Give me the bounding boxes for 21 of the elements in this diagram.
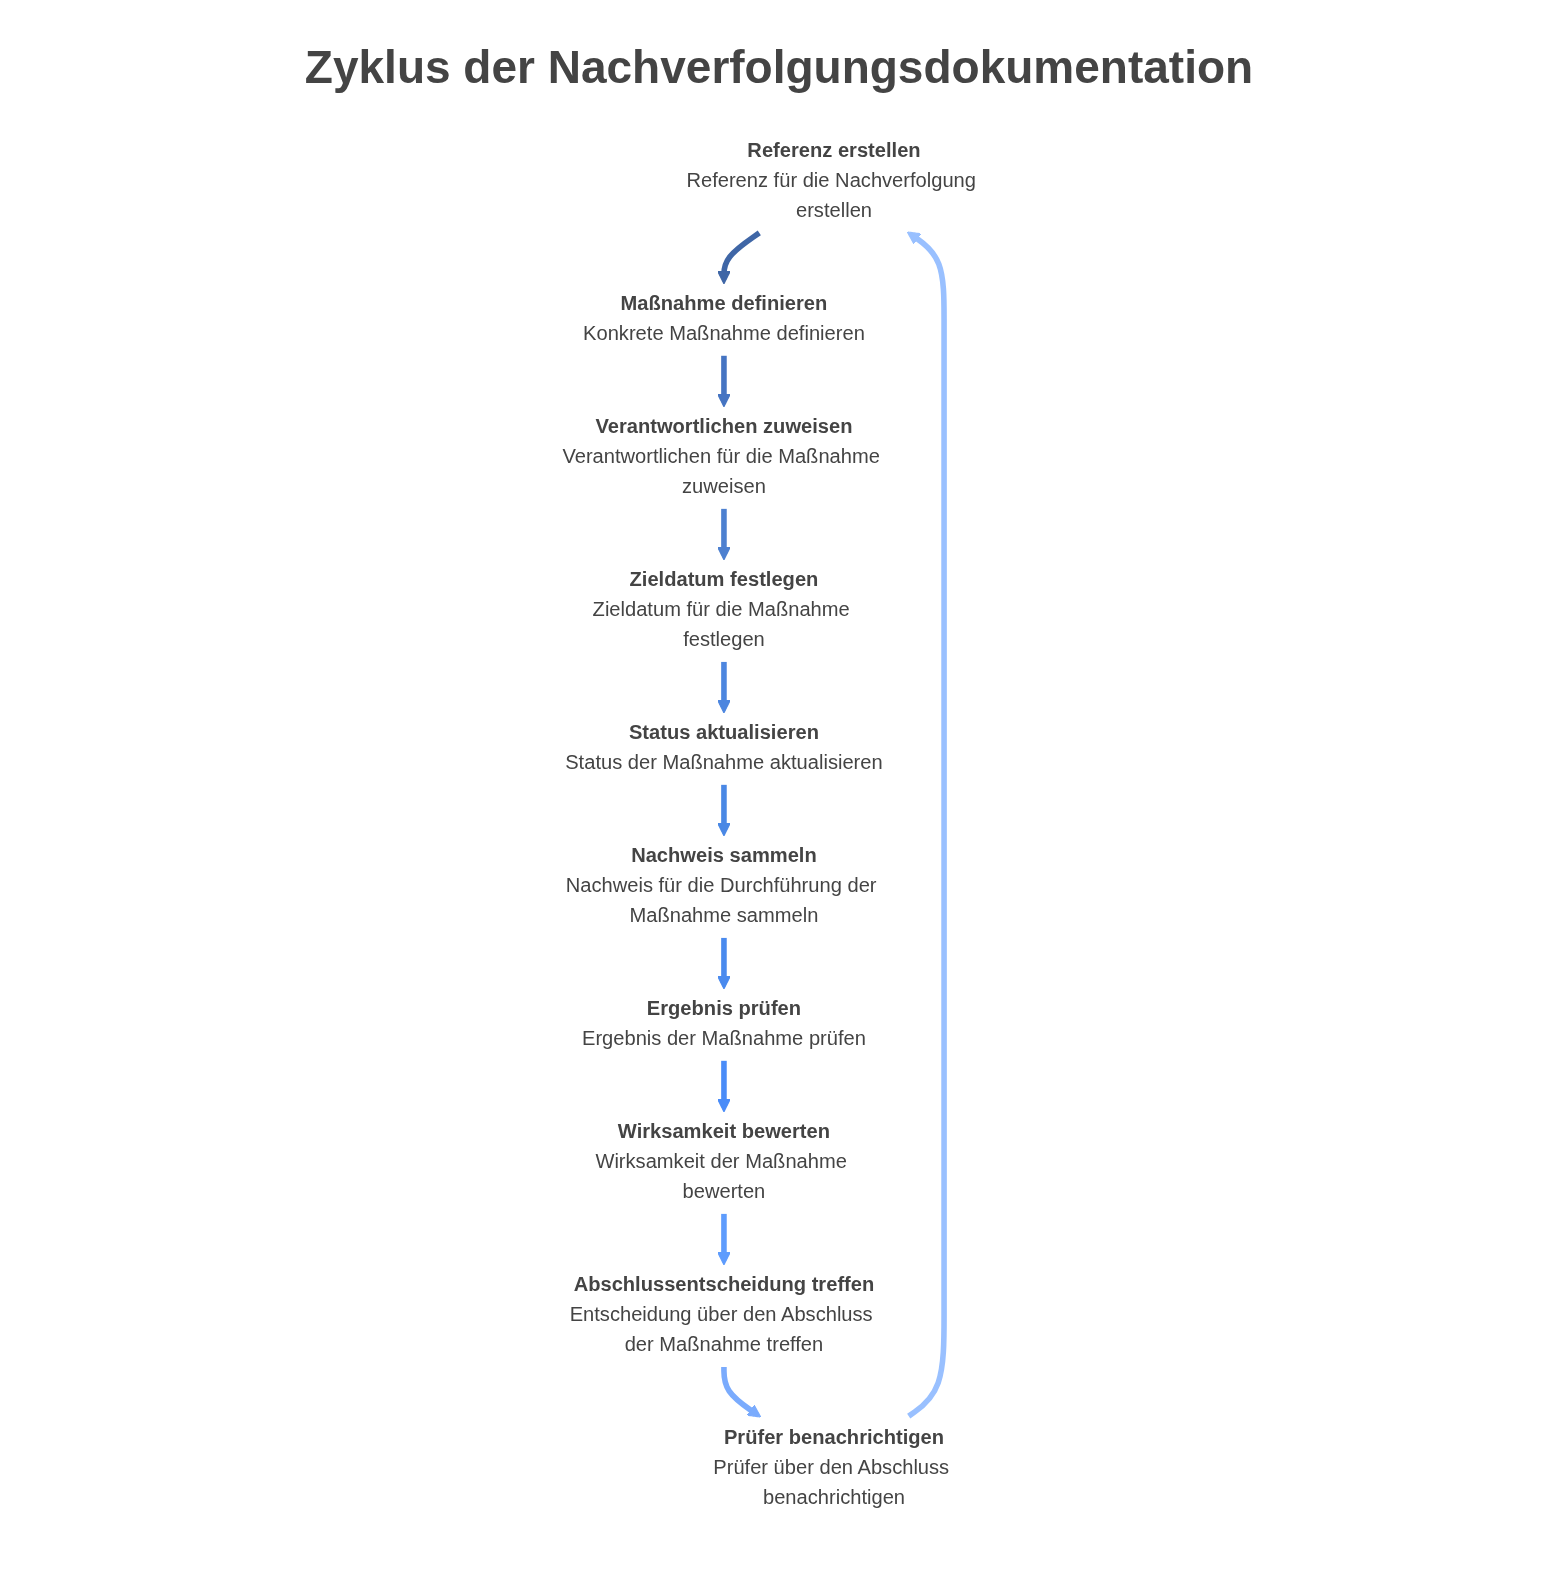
step-label: Referenz erstellen Referenz für die Nachverfolgung erstellen (686, 139, 976, 222)
step-label: Ergebnis prüfen Ergebnis der Maßnahme prüfen (582, 997, 866, 1050)
step-label: Maßnahme definieren Konkrete Maßnahme definieren (583, 292, 865, 345)
arrow (717, 784, 731, 837)
arrow (717, 1060, 731, 1113)
step-label: Zieldatum festlegen Zieldatum für die Maßnahme festlegen (592, 568, 850, 651)
step-label: Wirksamkeit bewerten Wirksamkeit der Maßnahme bewerten (595, 1120, 847, 1203)
step-label: Prüfer benachrichtigen Prüfer über den Abschluss benachrichtigen (713, 1426, 950, 1509)
arrow (717, 230, 761, 285)
step-label: Nachweis sammeln Nachweis für die Durchführung der Maßnahme sammeln (565, 844, 877, 927)
arrow (721, 1366, 762, 1418)
step-label: Abschlussentscheidung treffen Entscheidung über den Abschluss der Maßnahme treffen (569, 1273, 875, 1356)
arrow (906, 231, 947, 1419)
step-label: Status aktualisieren Status der Maßnahme aktualisieren (565, 721, 883, 774)
arrow (717, 355, 731, 408)
arrow (717, 937, 731, 990)
arrow (717, 1213, 731, 1266)
arrow (717, 508, 731, 561)
step-label: Verantwortlichen zuweisen Verantwortlichen für die Maßnahme zuweisen (562, 415, 880, 498)
arrow (717, 661, 731, 714)
diagram-title: Zyklus der Nachverfolgungsdokumentation (304, 40, 1254, 94)
